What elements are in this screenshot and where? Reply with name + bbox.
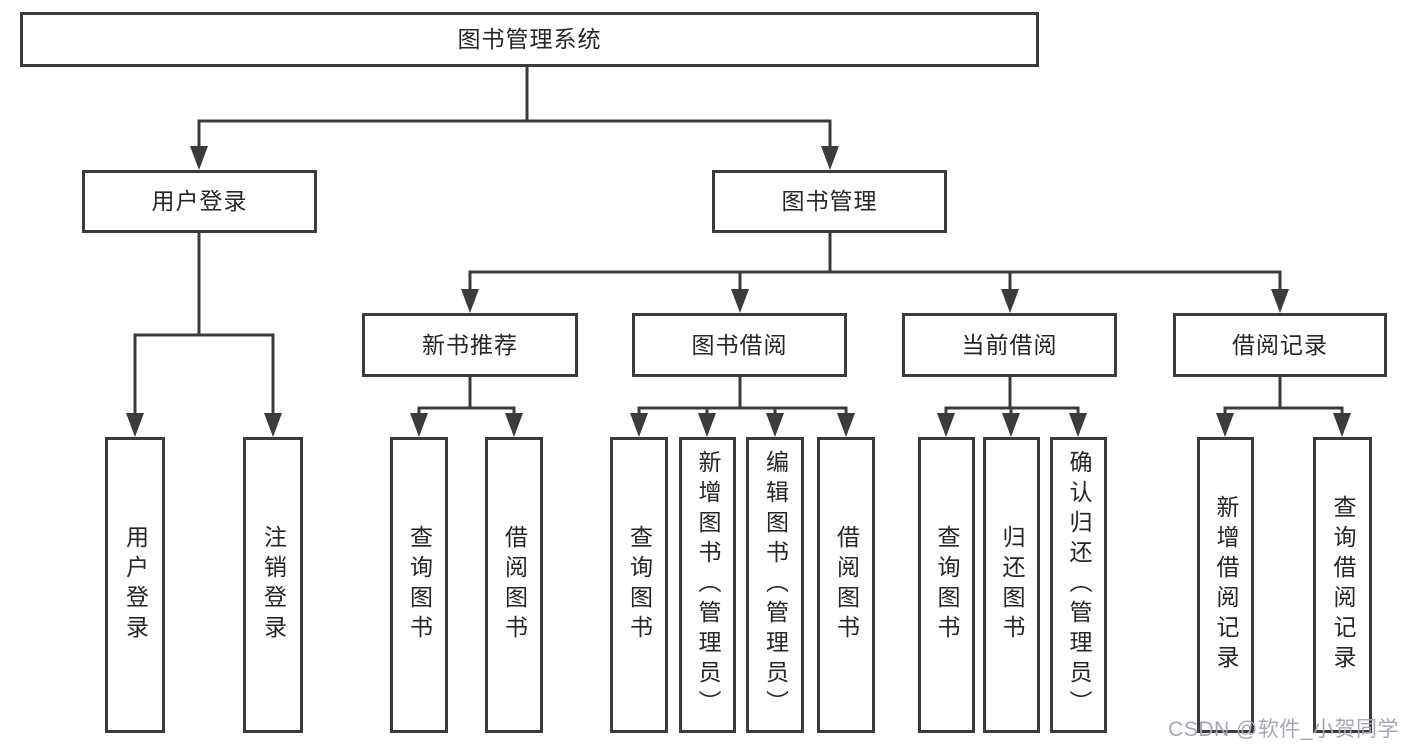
csdn-watermark: CSDN @软件_小贺同学 — [1168, 718, 1399, 741]
leaf-borrow-books-recommend: 借阅图书 — [485, 437, 543, 733]
leaf-query-books-current: 查询图书 — [918, 437, 975, 733]
node-borrowing-records: 借阅记录 — [1173, 313, 1387, 377]
leaf-user-login: 用户登录 — [105, 437, 165, 733]
leaf-add-borrow-record: 新增借阅记录 — [1197, 437, 1254, 733]
node-current-borrowing: 当前借阅 — [902, 313, 1117, 377]
node-user-login: 用户登录 — [82, 170, 317, 233]
leaf-query-borrow-record: 查询借阅记录 — [1313, 437, 1372, 733]
leaf-query-books-borrowing: 查询图书 — [610, 437, 668, 733]
leaf-edit-books-admin: 编辑图书（管理员） — [746, 437, 804, 733]
leaf-return-books: 归还图书 — [983, 437, 1040, 733]
node-new-book-recommend: 新书推荐 — [362, 313, 578, 377]
node-book-borrowing: 图书借阅 — [632, 313, 847, 377]
leaf-query-books-recommend: 查询图书 — [390, 437, 448, 733]
leaf-add-books-admin: 新增图书（管理员） — [679, 437, 736, 733]
leaf-confirm-return-admin: 确认归还（管理员） — [1050, 437, 1107, 733]
node-root-book-management-system: 图书管理系统 — [20, 12, 1039, 67]
leaf-logout: 注销登录 — [243, 437, 303, 733]
leaf-borrow-books: 借阅图书 — [817, 437, 875, 733]
node-book-management: 图书管理 — [712, 170, 947, 233]
